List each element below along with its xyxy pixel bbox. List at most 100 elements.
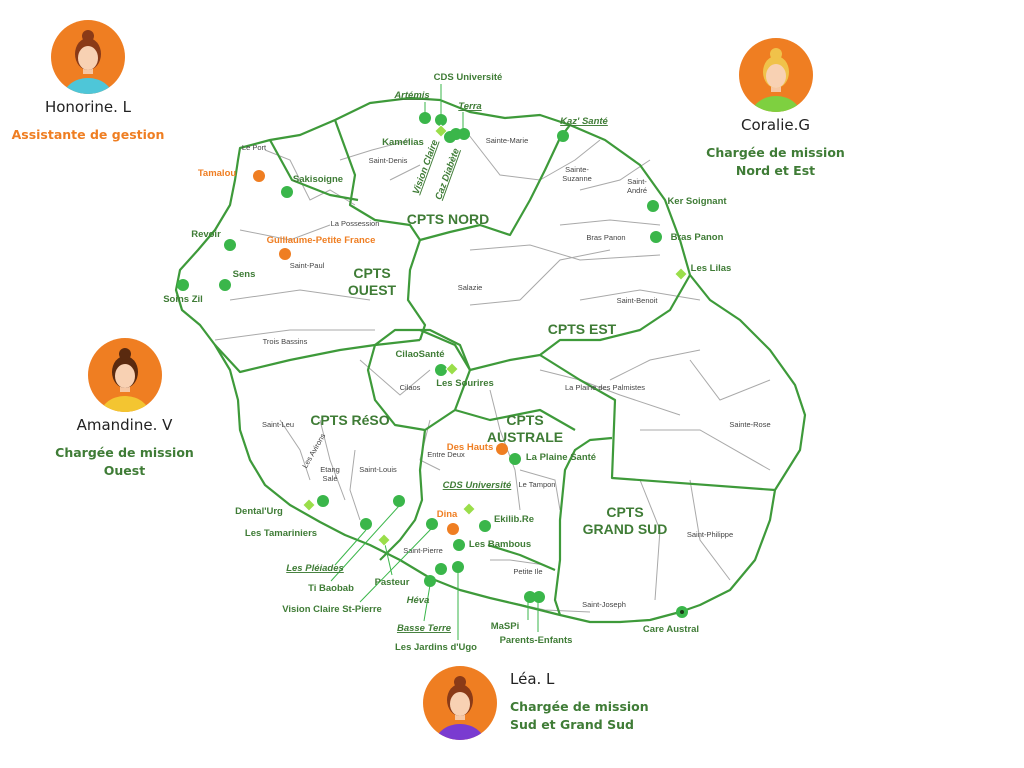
marker-heva[interactable]	[435, 563, 447, 575]
person-illustration	[434, 676, 486, 740]
marker-cilaosante[interactable]	[435, 364, 447, 376]
marker-les-pleiades[interactable]	[360, 518, 372, 530]
marker-guillaume[interactable]	[279, 248, 291, 260]
leader-line	[334, 529, 367, 566]
marker-label-soins-zil: Soins Zil	[163, 294, 203, 305]
marker-label-parents-enfants: Parents-Enfants	[500, 635, 573, 646]
commune-label: Trois Bassins	[263, 337, 308, 346]
marker-la-plaine-sante[interactable]	[509, 453, 521, 465]
marker-basse-terre[interactable]	[424, 575, 436, 587]
marker-des-hauts[interactable]	[496, 443, 508, 455]
role-line: Chargée de mission	[510, 699, 649, 714]
region-label-australe: CPTS	[506, 412, 543, 428]
marker-label-les-sourires: Les Sourires	[436, 378, 494, 389]
commune-label: Saint-Benoit	[617, 296, 659, 305]
marker-label-care-austral: Care Austral	[643, 624, 699, 635]
marker-label-ti-baobab: Ti Baobab	[308, 583, 354, 594]
commune-label: Saint-Leu	[262, 420, 294, 429]
marker-label-pasteur: Pasteur	[375, 577, 410, 588]
person-amandine: Amandine. V Chargée de mission Ouest	[42, 338, 207, 480]
marker-les-tamariniers[interactable]	[317, 495, 329, 507]
commune-label: Le Port	[242, 143, 267, 152]
commune-label: Saint-Philippe	[687, 530, 733, 539]
marker-label-cds-universite-s: CDS Université	[443, 480, 512, 491]
person-name: Léa. L	[510, 670, 555, 688]
marker-tamalou[interactable]	[253, 170, 265, 182]
person-role: Assistante de gestion	[8, 126, 168, 144]
marker-pasteur[interactable]	[377, 533, 391, 547]
commune-label: Sainte-Marie	[486, 136, 529, 145]
commune-label: Salazie	[458, 283, 483, 292]
role-line: Nord et Est	[735, 163, 816, 178]
role-line: Assistante de gestion	[11, 127, 165, 142]
avatar-icon	[87, 338, 162, 412]
marker-label-la-plaine-sante: La Plaine Santé	[526, 452, 596, 463]
person-name: Honorine. L	[44, 98, 132, 116]
marker-soins-zil[interactable]	[177, 279, 189, 291]
region-label-australe: AUSTRALE	[487, 429, 563, 445]
marker-label-des-hauts: Des Hauts	[447, 442, 493, 453]
marker-dina[interactable]	[447, 523, 459, 535]
marker-label-artemis: Artémis	[393, 90, 429, 101]
marker-kaz-sante[interactable]	[557, 130, 569, 142]
marker-label-les-jardins: Les Jardins d'Ugo	[395, 642, 477, 653]
marker-revoir[interactable]	[224, 239, 236, 251]
region-label-est: CPTS EST	[548, 321, 617, 337]
leader-line	[359, 527, 433, 603]
marker-les-jardins[interactable]	[452, 561, 464, 573]
marker-parents-enfants[interactable]	[533, 591, 545, 603]
marker-vision-claire-sp[interactable]	[426, 518, 438, 530]
person-role: Chargée de mission Sud et Grand Sud	[510, 698, 660, 734]
person-illustration	[750, 48, 801, 112]
commune-label: La Possession	[331, 219, 380, 228]
marker-ekilib-re[interactable]	[479, 520, 491, 532]
marker-label-les-bambous: Les Bambous	[469, 539, 531, 550]
marker-label-dentalurg: Dental'Urg	[235, 506, 283, 517]
marker-sakisoigne[interactable]	[281, 186, 293, 198]
marker-label-ekilib-re: Ekilib.Re	[494, 514, 534, 525]
marker-label-les-tamariniers: Les Tamariniers	[245, 528, 317, 539]
marker-les-sourires[interactable]	[445, 362, 459, 376]
marker-label-bras-panon-m: Bras Panon	[671, 232, 724, 243]
marker-label-basse-terre: Basse Terre	[397, 623, 452, 634]
marker-label-les-pleiades: Les Pléiades	[286, 563, 344, 574]
marker-artemis[interactable]	[419, 112, 431, 124]
marker-label-caz-diabete: Caz Diabète	[433, 146, 462, 201]
marker-maspi[interactable]	[524, 591, 536, 603]
commune-label: Sainte-Rose	[729, 420, 770, 429]
commune-label: Saint-Joseph	[582, 600, 626, 609]
region-label-ouest: OUEST	[348, 282, 397, 298]
marker-sens[interactable]	[219, 279, 231, 291]
marker-vision-claire[interactable]	[434, 124, 448, 138]
commune-label: Cilaos	[400, 383, 421, 392]
commune-label: Sainte-	[565, 165, 589, 174]
marker-caz-diabete[interactable]	[450, 128, 462, 140]
cpts-borders	[174, 96, 807, 624]
marker-cds-universite-n[interactable]	[435, 114, 447, 126]
commune-label: Les Avirons	[300, 432, 327, 470]
commune-label: Petite Ile	[513, 567, 542, 576]
marker-labels: CDS UniversitéArtémisTerraKaméliasVision…	[163, 72, 731, 653]
region-label-ouest: CPTS	[353, 265, 390, 281]
person-illustration	[62, 30, 114, 94]
marker-label-revoir: Revoir	[191, 229, 221, 240]
commune-label: Saint-Paul	[290, 261, 325, 270]
region-label-reso: CPTS RéSO	[310, 412, 389, 428]
person-lea	[422, 666, 498, 740]
person-name: Coralie.G	[741, 116, 810, 134]
marker-ti-baobab[interactable]	[393, 495, 405, 507]
commune-label: Entre Deux	[427, 450, 465, 459]
commune-label: Etang	[320, 465, 340, 474]
marker-ker-soignant[interactable]	[647, 200, 659, 212]
marker-label-ker-soignant: Ker Soignant	[667, 196, 727, 207]
marker-les-lilas[interactable]	[674, 267, 688, 281]
marker-les-bambous[interactable]	[453, 539, 465, 551]
commune-label: Saint-Louis	[359, 465, 397, 474]
region-label-grandsud: CPTS	[606, 504, 643, 520]
marker-cds-universite-s[interactable]	[462, 502, 476, 516]
commune-borders	[214, 129, 771, 613]
marker-dentalurg[interactable]	[302, 498, 316, 512]
marker-bras-panon-m[interactable]	[650, 231, 662, 243]
